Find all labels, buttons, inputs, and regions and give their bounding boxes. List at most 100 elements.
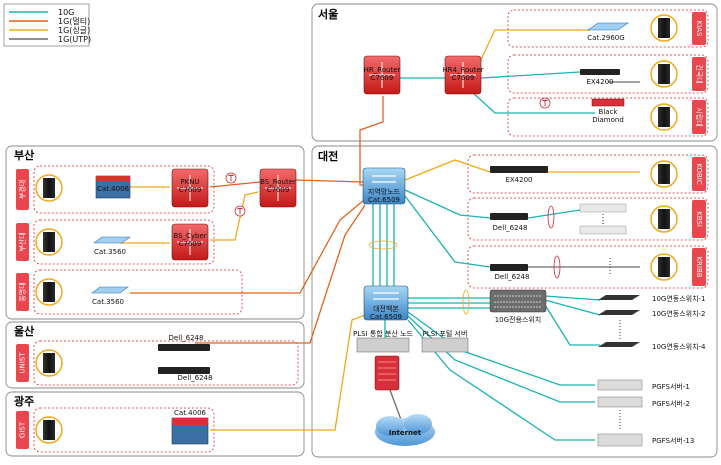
t-marker-glyph-busan-2 <box>237 208 243 214</box>
server-ring-unist <box>35 349 63 377</box>
switch-cat3560-tu-label: Cat.3560 <box>92 298 124 306</box>
switch-10g-link-1-label: 10G연동스위치-1 <box>652 294 706 303</box>
switch-dell-kbsi-label: Dell_6248 <box>493 224 528 232</box>
site-box-konkuk <box>507 54 709 94</box>
site-box-pnu <box>33 219 215 265</box>
switch-10g-link-4-label: 10G연동스위치-4 <box>652 342 706 351</box>
side-label-gist: GIST <box>19 421 27 438</box>
server-pgfs-13: PGFS서버-13 <box>597 433 694 447</box>
label-line: C7609 <box>179 240 202 248</box>
link-tu-regional <box>130 199 365 294</box>
server-icon-pnu <box>43 232 55 252</box>
side-label-pnu: 부산대 <box>18 232 27 251</box>
switch-dell-unist-1: Dell_6248 <box>158 334 210 351</box>
switch-10g-link-2: 10G연동스위치-2 <box>598 309 706 318</box>
link-core-pgfs1 <box>407 311 595 386</box>
side-label-uos: 시립대 <box>695 107 703 126</box>
side-label-kbsi: KBSI <box>695 211 703 227</box>
server-icon-pknu <box>43 178 55 198</box>
side-tab-kobic: KOBIC <box>692 157 706 191</box>
switch-ex4200-kobic-label: EX4200 <box>505 176 532 184</box>
site-box-tu <box>33 269 243 315</box>
switch-10g-dedicated: 10G전용스위치 <box>489 289 547 324</box>
trunk-markers <box>225 97 551 217</box>
label-line: C7609 <box>267 186 290 194</box>
server-ring-pknu <box>35 174 63 202</box>
region-title-gwangju: 광주 <box>14 395 34 408</box>
label-line: C7609 <box>452 74 475 82</box>
link-regional-bsrouter <box>295 179 364 183</box>
switch-cat4006-gist-label: Cat.4006 <box>174 409 207 417</box>
region-title-seoul: 서울 <box>318 7 338 21</box>
site-box-kribb <box>467 245 709 289</box>
server-icon-tu <box>43 282 55 302</box>
switch-cat4006-busan-label: Cat.4006 <box>97 185 130 193</box>
server-ring-uos <box>650 103 678 131</box>
server-pgfs-2: PGFS서버-2 <box>597 396 690 408</box>
site-box-uos <box>507 97 709 137</box>
link-regional-kbsi <box>404 189 491 219</box>
server-pgfs-2-label: PGFS서버-2 <box>652 399 690 408</box>
region-title-daejeon: 대전 <box>318 149 338 163</box>
side-tab-pknu: 부경대 <box>16 169 29 210</box>
server-ring-pnu <box>35 228 63 256</box>
link-10g-sw2 <box>544 299 601 316</box>
server-pgfs-13-label: PGFS서버-13 <box>652 436 694 445</box>
link-10g-sw1 <box>544 295 601 301</box>
server-pgfs-1-label: PGFS서버-1 <box>652 382 690 391</box>
side-label-konkuk: 건국대 <box>695 64 704 83</box>
label-line: C7609 <box>371 74 394 82</box>
switch-dell-kribb: Dell_6248 <box>490 264 529 281</box>
internet-cloud: Internet <box>375 414 435 446</box>
side-tab-unist: UNIST <box>16 344 29 382</box>
kbsi-appliances <box>579 203 627 235</box>
side-tab-gist: GIST <box>16 411 29 449</box>
switch-ex4200-kobic: EX4200 <box>490 166 548 184</box>
server-ring-gist <box>35 416 63 444</box>
switch-dell-kribb-label: Dell_6248 <box>495 273 530 281</box>
links <box>120 29 640 441</box>
switch-dell-unist-1-label: Dell_6248 <box>169 334 204 342</box>
lag-ellipse-core-10g <box>462 289 470 315</box>
side-tab-tu: 동명대 <box>16 273 29 311</box>
side-tab-pnu: 부산대 <box>16 223 29 261</box>
switch-dell-kbsi: Dell_6248 <box>490 213 528 232</box>
server-ring-kribb <box>650 253 678 281</box>
link-unist-regional <box>195 204 366 344</box>
region-ulsan <box>5 321 305 389</box>
switch-cat4006-busan: Cat.4006 <box>95 175 131 199</box>
link-bscyber-bsrouter <box>210 191 259 241</box>
label-line: Cat.6509 <box>370 313 402 321</box>
server-icon-kbsi <box>658 209 670 229</box>
server-icon-uos <box>658 107 670 127</box>
side-tab-konkuk: 건국대 <box>692 57 706 91</box>
side-tab-kbsi: KBSI <box>692 200 706 238</box>
switch-ex4200-konkuk: EX4200 <box>580 69 620 86</box>
side-label-pknu: 부경대 <box>18 180 27 199</box>
server-icon-kobic <box>658 164 670 184</box>
server-ring-kobic <box>650 160 678 188</box>
switch-ex4200-konkuk-label: EX4200 <box>586 78 613 86</box>
link-gist-core <box>210 314 366 431</box>
link-hr-regional <box>359 96 384 186</box>
region-seoul <box>311 3 718 142</box>
legend: 10G 1G(멀티) 1G(싱글) 1G(UTP) <box>3 3 91 47</box>
site-box-kias <box>507 9 709 48</box>
lag-ellipse-kribb <box>553 255 561 279</box>
server-icon-kias <box>658 18 670 38</box>
side-label-tu: 동명대 <box>18 282 27 301</box>
link-hr4-konkuk <box>480 71 581 79</box>
label-line: Diamond <box>592 116 624 124</box>
firewall <box>374 355 400 391</box>
label-line: Cat.6509 <box>368 196 400 204</box>
